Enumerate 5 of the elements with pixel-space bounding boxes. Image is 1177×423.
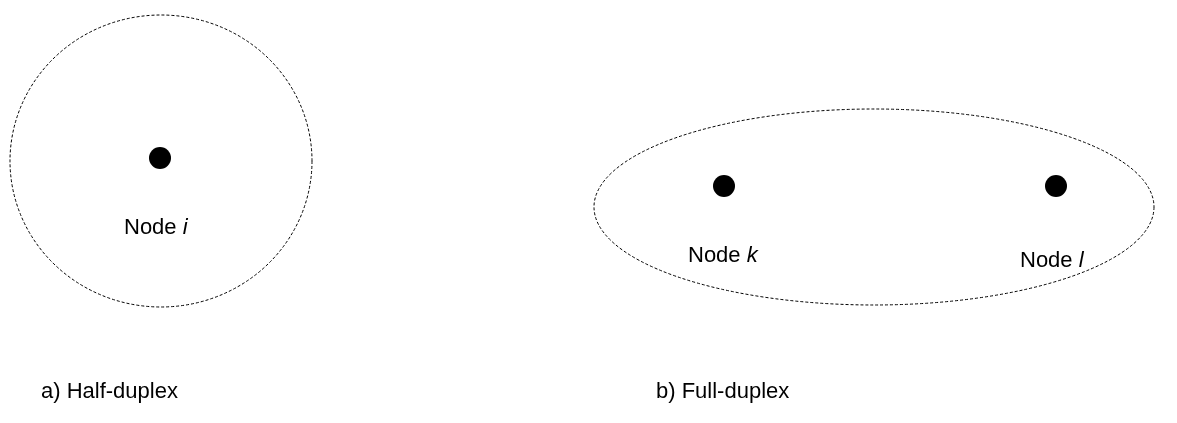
node-caption: Node i <box>124 214 188 240</box>
panel-caption: a) Half-duplex <box>41 378 178 404</box>
node-caption: Node k <box>688 242 758 268</box>
node-caption: Node l <box>1020 247 1084 273</box>
panel-caption: b) Full-duplex <box>656 378 790 404</box>
